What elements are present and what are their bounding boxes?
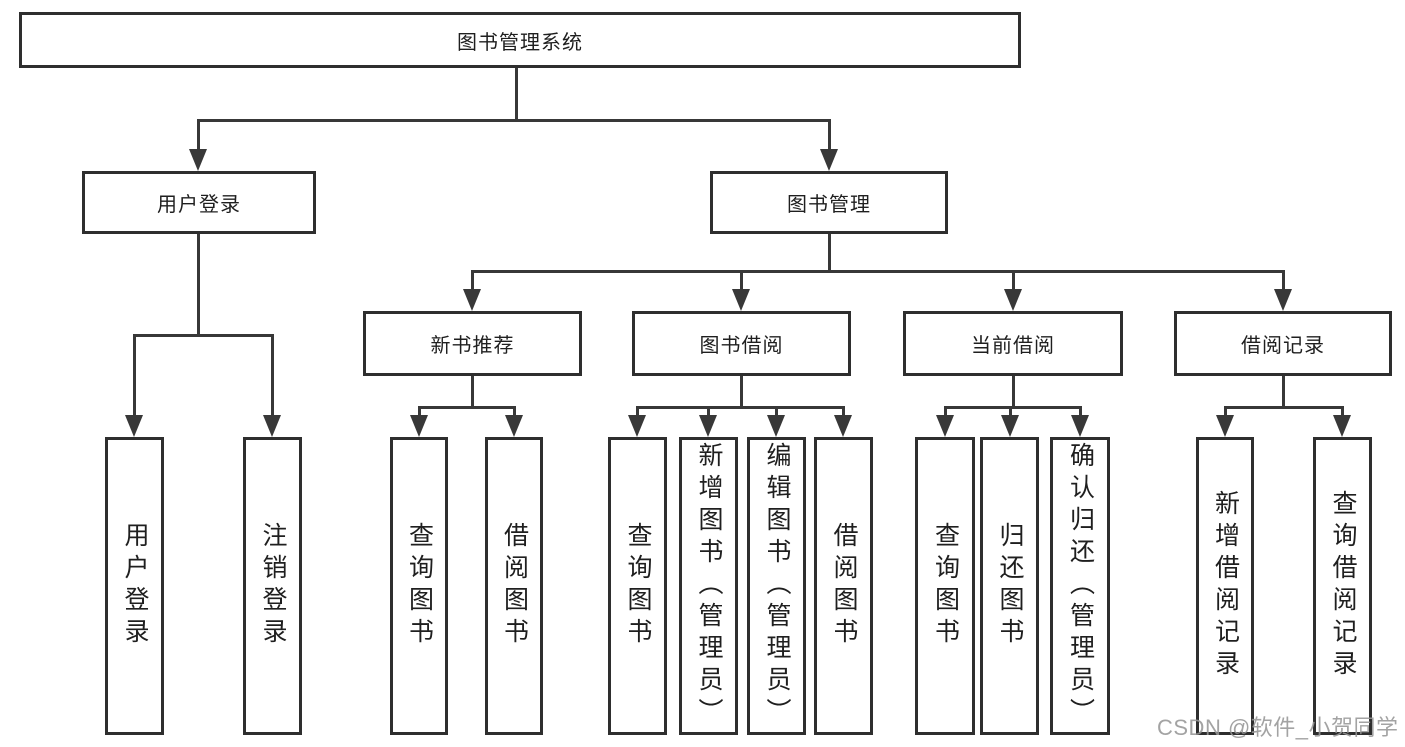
node-book-borrow: 图书借阅 xyxy=(632,311,851,376)
arrowhead-down-icon xyxy=(1071,415,1089,437)
csdn-watermark: CSDN @软件_小贺同学 xyxy=(1157,715,1399,740)
connector-mgmt-vline xyxy=(828,234,831,273)
node-label: 新书推荐 xyxy=(430,335,515,357)
arrowhead-down-icon xyxy=(125,415,143,437)
connector-root-vline xyxy=(515,68,518,121)
arrowhead-down-icon xyxy=(1004,289,1022,311)
arrowhead-down-icon xyxy=(410,415,428,437)
connector-root-right-stem xyxy=(828,119,831,152)
connector-cb-vline xyxy=(1012,376,1015,409)
connector-nb-stem xyxy=(418,406,421,417)
connector-bb-vline xyxy=(740,376,743,409)
connector-br-hline xyxy=(1224,406,1344,409)
leaf-cb-confirm-return-admin: 确认归还（管理员） xyxy=(1050,437,1110,735)
arrowhead-down-icon xyxy=(189,149,207,171)
connector-mgmt-hline xyxy=(471,270,1285,273)
arrowhead-down-icon xyxy=(263,415,281,437)
node-label: 图书借阅 xyxy=(699,335,784,357)
arrowhead-down-icon xyxy=(834,415,852,437)
arrowhead-down-icon xyxy=(732,289,750,311)
leaf-br-add-record: 新增借阅记录 xyxy=(1196,437,1254,735)
connector-nb-hline xyxy=(418,406,516,409)
connector-bb-stem xyxy=(842,406,845,417)
connector-login-vline xyxy=(197,234,200,337)
arrowhead-down-icon xyxy=(1333,415,1351,437)
node-new-book-recommend: 新书推荐 xyxy=(363,311,582,376)
leaf-bb-borrow-books: 借阅图书 xyxy=(814,437,873,735)
connector-cb-stem xyxy=(1079,406,1082,417)
leaf-br-query-record: 查询借阅记录 xyxy=(1313,437,1372,735)
leaf-bb-query-books: 查询图书 xyxy=(608,437,667,735)
leaf-label: 注销登录 xyxy=(259,522,287,650)
leaf-label: 查询图书 xyxy=(931,522,960,650)
leaf-label: 编辑图书（管理员） xyxy=(763,442,791,730)
leaf-label: 查询图书 xyxy=(624,522,652,650)
leaf-label: 查询借阅记录 xyxy=(1329,490,1357,682)
arrowhead-down-icon xyxy=(820,149,838,171)
connector-cb-hline xyxy=(944,406,1082,409)
connector-mgmt-stem xyxy=(740,270,743,291)
leaf-label: 新增借阅记录 xyxy=(1211,490,1240,682)
arrowhead-down-icon xyxy=(767,415,785,437)
connector-nb-vline xyxy=(471,376,474,409)
arrowhead-down-icon xyxy=(628,415,646,437)
leaf-cb-query-books: 查询图书 xyxy=(915,437,975,735)
leaf-label: 归还图书 xyxy=(996,522,1024,650)
connector-mgmt-stem xyxy=(471,270,474,291)
leaf-label: 借阅图书 xyxy=(500,522,529,650)
leaf-nb-query-books: 查询图书 xyxy=(390,437,448,735)
arrowhead-down-icon xyxy=(1274,289,1292,311)
connector-bb-hline xyxy=(636,406,845,409)
connector-bb-stem xyxy=(707,406,710,417)
leaf-cb-return-books: 归还图书 xyxy=(980,437,1039,735)
node-label: 借阅记录 xyxy=(1241,335,1325,357)
connector-bb-stem xyxy=(636,406,639,417)
leaf-bb-edit-books-admin: 编辑图书（管理员） xyxy=(747,437,806,735)
connector-br-stem xyxy=(1341,406,1344,417)
connector-login-stem xyxy=(271,334,274,417)
arrowhead-down-icon xyxy=(699,415,717,437)
connector-login-hline xyxy=(133,334,274,337)
leaf-label: 查询图书 xyxy=(405,522,434,650)
arrowhead-down-icon xyxy=(1216,415,1234,437)
connector-nb-stem xyxy=(513,406,516,417)
connector-root-hline xyxy=(197,119,831,122)
node-current-borrow: 当前借阅 xyxy=(903,311,1123,376)
connector-br-stem xyxy=(1224,406,1227,417)
node-book-management: 图书管理 xyxy=(710,171,948,234)
connector-br-vline xyxy=(1282,376,1285,409)
connector-cb-stem xyxy=(944,406,947,417)
connector-login-stem xyxy=(133,334,136,417)
connector-mgmt-stem xyxy=(1282,270,1285,291)
node-user-login: 用户登录 xyxy=(82,171,316,234)
node-label: 用户登录 xyxy=(157,194,241,216)
arrowhead-down-icon xyxy=(936,415,954,437)
connector-root-left-stem xyxy=(197,119,200,152)
connector-cb-stem xyxy=(1009,406,1012,417)
node-label: 图书管理系统 xyxy=(457,31,583,54)
leaf-label: 用户登录 xyxy=(121,522,149,650)
node-label: 图书管理 xyxy=(787,194,871,216)
leaf-label: 借阅图书 xyxy=(830,522,858,650)
node-borrow-records: 借阅记录 xyxy=(1174,311,1392,376)
leaf-bb-add-books-admin: 新增图书（管理员） xyxy=(679,437,738,735)
arrowhead-down-icon xyxy=(1001,415,1019,437)
connector-bb-stem xyxy=(775,406,778,417)
node-label: 当前借阅 xyxy=(971,335,1055,357)
leaf-label: 新增图书（管理员） xyxy=(695,442,723,730)
leaf-nb-borrow-books: 借阅图书 xyxy=(485,437,543,735)
node-library-management-system: 图书管理系统 xyxy=(19,12,1021,68)
leaf-logout: 注销登录 xyxy=(243,437,302,735)
leaf-user-login: 用户登录 xyxy=(105,437,164,735)
leaf-label: 确认归还（管理员） xyxy=(1066,442,1095,730)
connector-mgmt-stem xyxy=(1012,270,1015,291)
arrowhead-down-icon xyxy=(463,289,481,311)
arrowhead-down-icon xyxy=(505,415,523,437)
